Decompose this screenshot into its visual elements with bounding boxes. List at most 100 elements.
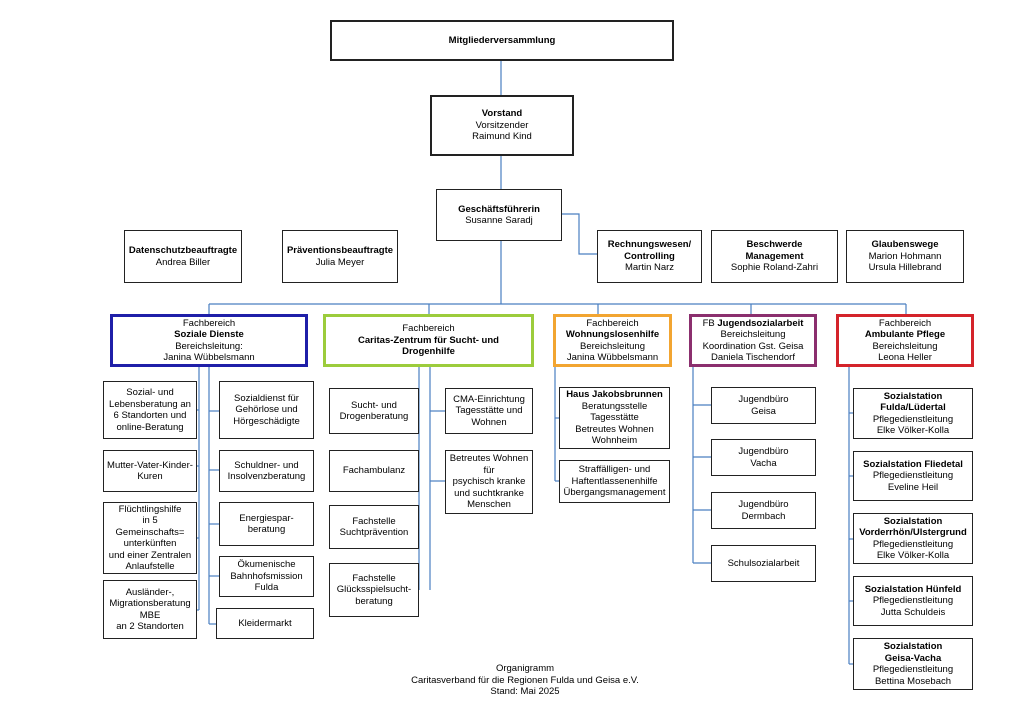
dept-soziale-role: Bereichsleitung: (175, 340, 243, 352)
unit-line: CMA-Einrichtung (453, 393, 525, 405)
unit-box: Fachambulanz (329, 450, 419, 492)
board-box: Vorstand Vorsitzender Raimund Kind (430, 95, 574, 156)
unit-line: Jugendbüro (738, 499, 789, 510)
praevention-box: Präventionsbeauftragte Julia Meyer (282, 230, 398, 283)
unit-box: Haus Jakobsbrunnen Beratungsstelle Tages… (559, 387, 670, 449)
unit-line: Tagesstätte und (455, 405, 523, 417)
dept-wohnung-name: Janina Wübbelsmann (566, 352, 659, 363)
dept-sucht-title1: Caritas-Zentrum für Sucht- und (358, 334, 499, 346)
unit-title: Vorderrhön/Ulstergrund (859, 527, 967, 538)
unit-line: Flüchtlingshilfe (118, 503, 182, 515)
unit-line: Kleidermarkt (238, 617, 292, 629)
footer-organization: Caritasverband für die Regionen Fulda un… (411, 674, 639, 686)
unit-line: MBE (139, 609, 161, 621)
unit-box: Energiespar- beratung (219, 502, 314, 546)
assembly-title: Mitgliederversammlung (448, 34, 556, 46)
unit-title: Sozialstation (883, 515, 943, 527)
unit-line: Elke Völker-Kolla (876, 550, 950, 561)
unit-line: Glücksspielsucht- (336, 584, 412, 596)
unit-box: Schulsozialarbeit (711, 545, 816, 582)
unit-line: Beratungsstelle (581, 400, 648, 412)
unit-line: und suchtkranke (454, 487, 524, 499)
unit-title: Geisa-Vacha (884, 652, 942, 664)
glaubenswege-title: Glaubenswege (871, 239, 939, 251)
beschwerde-name: Sophie Roland-Zahri (730, 262, 819, 274)
unit-box: Betreutes Wohnen für psychisch kranke un… (445, 450, 533, 514)
unit-line: beratung (247, 524, 286, 535)
unit-box: Sozialstation Vorderrhön/Ulstergrund Pfl… (853, 513, 973, 564)
unit-line: Pflegedienstleitung (872, 664, 954, 675)
beschwerde-box: Beschwerde Management Sophie Roland-Zahr… (711, 230, 838, 283)
unit-line: Lebensberatung an (109, 398, 191, 410)
unit-line: Betreutes Wohnen (575, 423, 654, 435)
unit-box: Fachstelle Suchtprävention (329, 505, 419, 549)
unit-line: Eveline Heil (887, 481, 939, 493)
dept-jugend: FB Jugendsozialarbeit Bereichsleitung Ko… (689, 314, 817, 367)
unit-line: Fachstelle (352, 572, 396, 584)
unit-line: Sozialdienst für (234, 392, 299, 404)
unit-line: Energiespar- (239, 512, 294, 524)
unit-line: für (483, 464, 495, 476)
glaubenswege-name1: Marion Hohmann (868, 250, 942, 262)
dept-pflege-role: Bereichsleitung (872, 340, 938, 352)
dept-wohnung-role: Bereichsleitung (580, 340, 645, 352)
unit-line: Hörgeschädigte (233, 415, 300, 427)
unit-box: Sozialstation Fliedetal Pflegedienstleit… (853, 451, 973, 501)
board-name: Raimund Kind (472, 131, 532, 143)
dept-jugend-name: Daniela Tischendorf (711, 352, 795, 363)
unit-line: 6 Standorten und (113, 410, 187, 421)
unit-line: unterkünften (123, 538, 177, 549)
praevention-title: Präventionsbeauftragte (286, 245, 394, 256)
unit-title: Fulda/Lüdertal (880, 402, 946, 413)
unit-line: Fachstelle (352, 515, 396, 527)
unit-box: Ökumenische Bahnhofsmission Fulda (219, 556, 314, 597)
ceo-box: Geschäftsführerin Susanne Saradj (436, 189, 562, 241)
unit-box: Kleidermarkt (216, 608, 314, 639)
unit-box: Straffälligen- und Haftentlassenenhilfe … (559, 460, 670, 503)
unit-box: Jugendbüro Vacha (711, 439, 816, 476)
unit-box: Jugendbüro Dermbach (711, 492, 816, 529)
unit-box: CMA-Einrichtung Tagesstätte und Wohnen (445, 388, 533, 434)
unit-line: Bahnhofsmission (230, 570, 303, 582)
unit-line: Suchtprävention (339, 527, 409, 538)
rechnungswesen-box: Rechnungswesen/ Controlling Martin Narz (597, 230, 702, 283)
unit-line: online-Beratung (116, 421, 184, 433)
glaubenswege-box: Glaubenswege Marion Hohmann Ursula Hille… (846, 230, 964, 283)
unit-line: Betreutes Wohnen (449, 453, 529, 465)
unit-line: Geisa (751, 405, 776, 417)
ceo-name: Susanne Saradj (465, 215, 533, 226)
dept-pflege-name: Leona Heller (878, 352, 932, 363)
datenschutz-name: Andrea Biller (155, 256, 211, 268)
dept-jugend-role: Bereichsleitung (720, 329, 786, 340)
datenschutz-box: Datenschutzbeauftragte Andrea Biller (124, 230, 242, 283)
unit-box: Sozialstation Fulda/Lüdertal Pflegediens… (853, 388, 973, 439)
unit-box: Sozialdienst für Gehörlose und Hörgeschä… (219, 381, 314, 439)
unit-line: Anlaufstelle (125, 561, 175, 572)
unit-line: Tagesstätte (590, 412, 639, 424)
unit-box: Mutter-Vater-Kinder- Kuren (103, 450, 197, 492)
dept-jugend-heading: FB Jugendsozialarbeit (703, 318, 804, 330)
beschwerde-title2: Management (745, 250, 804, 262)
unit-line: und einer Zentralen (108, 549, 192, 561)
unit-line: Sozial- und (126, 387, 174, 398)
unit-line: Übergangsmanagement (563, 487, 666, 499)
unit-line: Bettina Mosebach (874, 675, 952, 687)
unit-line: Jugendbüro (738, 446, 789, 457)
rechnungswesen-name: Martin Narz (624, 262, 675, 274)
unit-line: Jutta Schuldeis (880, 606, 946, 618)
dept-sucht-label: Fachbereich (402, 323, 455, 335)
unit-line: Gehörlose und (235, 404, 298, 416)
unit-line: Ausländer-, (125, 586, 175, 598)
unit-line: Insolvenzberatung (227, 471, 306, 482)
unit-line: Drogenberatung (339, 411, 409, 422)
unit-line: Mutter-Vater-Kinder- (107, 459, 193, 471)
unit-title: Haus Jakobsbrunnen (566, 389, 663, 401)
dept-pflege-title: Ambulante Pflege (864, 329, 946, 340)
footer: Organigramm Caritasverband für die Regio… (380, 663, 670, 698)
unit-box: Jugendbüro Geisa (711, 387, 816, 424)
unit-line: Wohnheim (591, 435, 638, 447)
unit-line: beratung (355, 595, 393, 607)
rechnungswesen-title1: Rechnungswesen/ (607, 239, 692, 251)
unit-line: an 2 Standorten (116, 621, 184, 632)
